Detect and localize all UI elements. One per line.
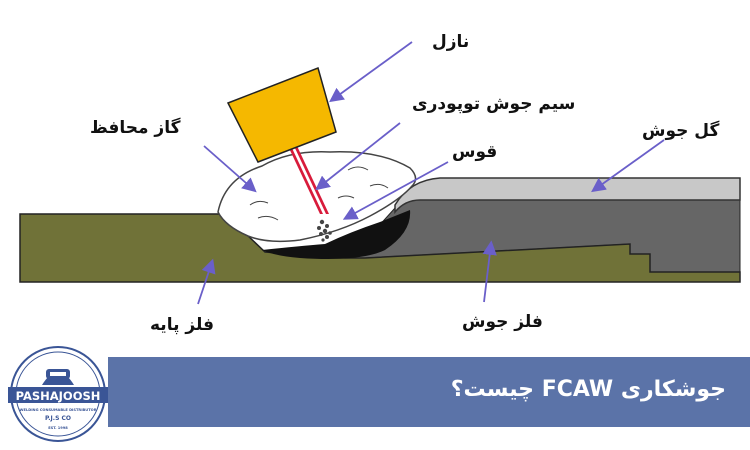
arrow-slag [591,139,665,193]
label-shield-gas: گاز محافظ [90,118,181,138]
logo-est: EST. 1998 [48,426,68,430]
flux-cored-wire [288,146,329,214]
arc-sparks [317,219,332,242]
logo-tagline: WELDING CONSUMABLE DISTRIBUTOR [20,408,97,412]
label-nozzle: نازل [432,32,470,52]
label-arrows [197,41,665,305]
label-flux-wire: سیم جوش توپودری [412,94,576,114]
nozzle [226,67,337,163]
weld-pool [262,210,411,259]
banner-title: جوشکاری FCAW چیست؟ [450,377,726,402]
arrow-weld-metal [482,240,497,303]
pashajoosh-logo: PASHAJOOSH WELDING CONSUMABLE DISTRIBUTO… [8,346,108,442]
label-base-metal: فلز پایه [150,315,215,335]
arrow-arc [342,161,449,220]
title-banner: جوشکاری FCAW چیست؟ [108,357,750,427]
logo-name: PASHAJOOSH [16,389,101,403]
label-arc: قوس [452,142,498,162]
logo-code: P.J.S CO [45,415,71,422]
arrow-wire [315,122,401,191]
arrow-shield-gas [203,145,257,193]
arrow-base-metal [197,258,216,305]
label-slag: گل جوش [642,121,720,141]
welder-logo-icon [42,369,74,385]
label-weld-metal: فلز جوش [462,312,543,332]
arrow-nozzle [329,41,413,103]
base-metal [19,213,741,283]
